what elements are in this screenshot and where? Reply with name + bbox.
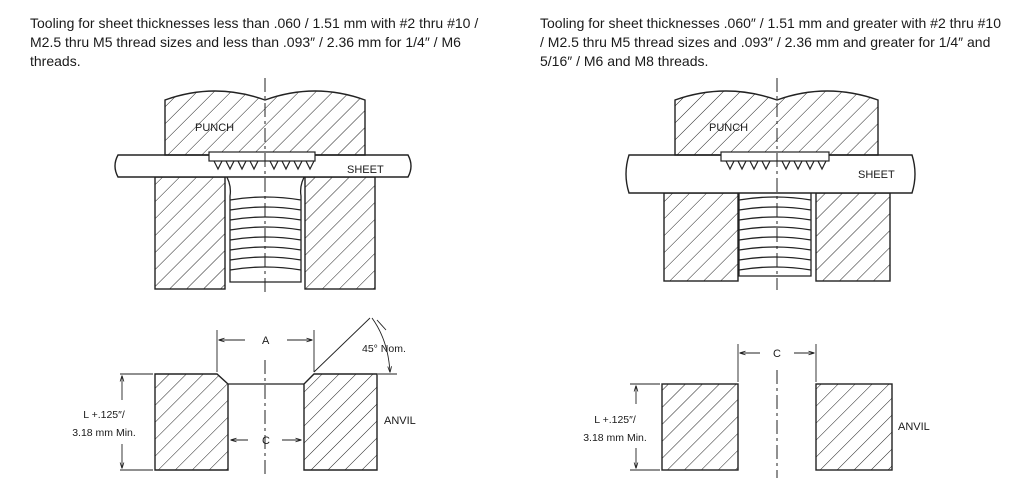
- right-length-line2: 3.18 mm Min.: [583, 432, 647, 444]
- right-anvil-right-block: [815, 383, 893, 471]
- left-dim-a-label: A: [262, 335, 270, 347]
- left-sheet: [114, 154, 412, 178]
- left-die-left-block: [154, 176, 226, 290]
- right-anvil-left-block: [661, 383, 739, 471]
- right-fastener-head: [720, 151, 830, 171]
- right-die-right-block: [815, 192, 891, 282]
- left-assembly: [114, 78, 412, 292]
- right-assembly: [625, 78, 916, 290]
- left-dim-c-label: C: [262, 435, 270, 447]
- right-length-line1: L +.125″/: [594, 414, 636, 426]
- right-dim-c-label: C: [773, 348, 781, 360]
- right-sheet-label: SHEET: [858, 169, 895, 181]
- left-angle-label: 45° Nom.: [362, 343, 406, 355]
- left-length-line2: 3.18 mm Min.: [72, 427, 136, 439]
- right-anvil-label: ANVIL: [898, 421, 930, 433]
- caption-right: Tooling for sheet thicknesses .060″ / 1.…: [540, 15, 1001, 69]
- left-anvil: [120, 317, 397, 478]
- right-die-left-block: [663, 192, 739, 282]
- left-die-right-block: [304, 176, 376, 290]
- left-fastener-head: [208, 151, 316, 171]
- caption-left: Tooling for sheet thicknesses less than …: [30, 15, 479, 69]
- left-sheet-label: SHEET: [347, 164, 384, 176]
- left-punch-label: PUNCH: [195, 122, 234, 134]
- right-anvil: [630, 344, 893, 478]
- left-anvil-left-block: [154, 373, 229, 471]
- right-punch-label: PUNCH: [709, 122, 748, 134]
- left-anvil-label: ANVIL: [384, 415, 416, 427]
- left-length-line1: L +.125″/: [83, 409, 125, 421]
- left-anvil-right-block: [303, 373, 378, 471]
- right-sheet: [625, 154, 916, 194]
